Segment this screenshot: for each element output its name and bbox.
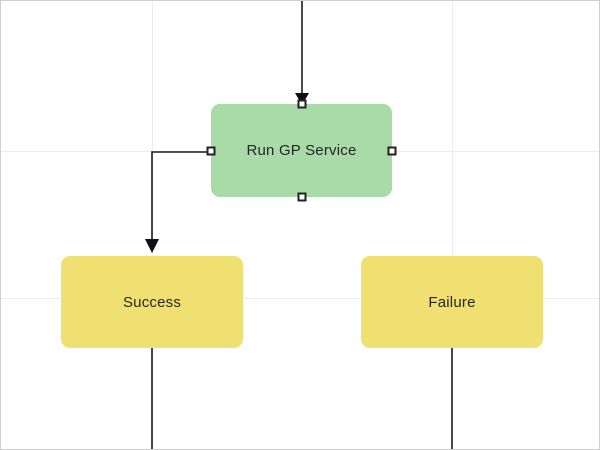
node-success[interactable]: Success	[61, 256, 243, 348]
grid-line-vertical	[152, 1, 153, 449]
node-label: Success	[122, 293, 182, 311]
handle-left-icon[interactable]	[206, 146, 216, 155]
handle-top-icon[interactable]	[297, 99, 306, 109]
node-label: Failure	[428, 293, 476, 311]
node-run-gp-service[interactable]: Run GP Service	[206, 99, 397, 202]
handle-bottom-icon[interactable]	[297, 192, 306, 202]
grid-line-vertical	[452, 1, 453, 449]
edge-incoming-top[interactable]	[295, 1, 309, 105]
node-failure[interactable]: Failure	[361, 256, 543, 348]
handle-right-icon[interactable]	[387, 146, 397, 155]
node-label: Run GP Service	[246, 142, 357, 159]
edge-service-to-success[interactable]	[145, 151, 207, 253]
